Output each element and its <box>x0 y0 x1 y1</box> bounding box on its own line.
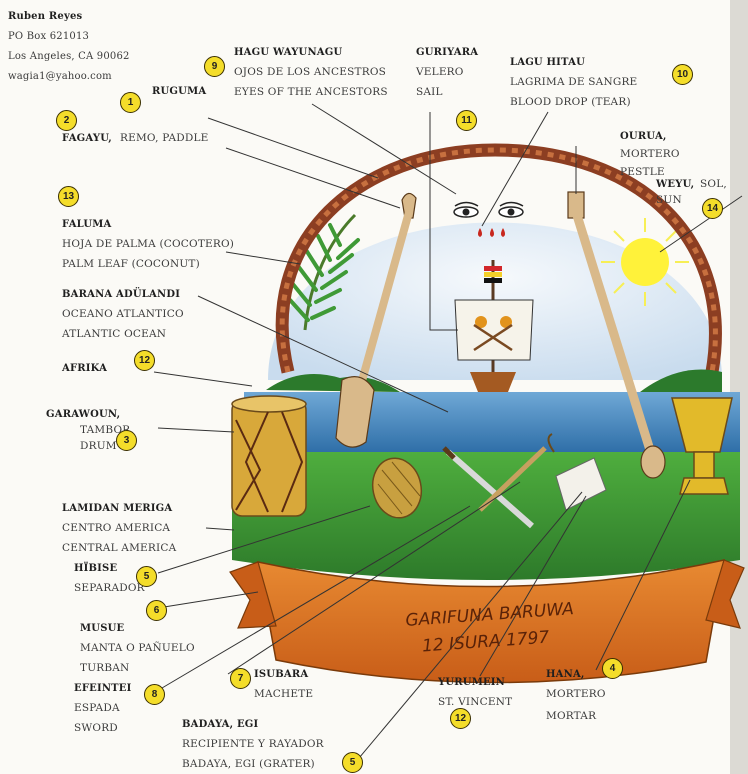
label-musue: MUSUE <box>80 622 124 635</box>
label-musue-en: TURBAN <box>80 662 129 675</box>
label-fagayu: FAGAYU, <box>62 132 112 145</box>
label-weyu-es: SOL, <box>700 178 727 191</box>
label-lamidan: LAMIDAN MERIGA <box>62 502 172 515</box>
label-fagayu-tr: REMO, PADDLE <box>120 132 209 145</box>
badge-2: 2 <box>56 110 77 131</box>
badge-13: 13 <box>58 186 79 207</box>
badge-11: 11 <box>456 110 477 131</box>
label-hana-es: MORTERO <box>546 688 606 701</box>
badge-3: 3 <box>116 430 137 451</box>
label-lagu-en: BLOOD DROP (TEAR) <box>510 96 631 109</box>
label-yurumein-en: ST. VINCENT <box>438 696 512 709</box>
badge-8: 8 <box>144 684 165 705</box>
label-hibise-es: SEPARADOR <box>74 582 145 595</box>
label-barana-en: ATLANTIC OCEAN <box>62 328 166 341</box>
label-weyu: WEYU, <box>656 178 694 191</box>
drum <box>232 396 306 516</box>
label-ourua-es: MORTERO <box>620 148 680 161</box>
label-efeintei-en: SWORD <box>74 722 118 735</box>
label-lamidan-en: CENTRAL AMERICA <box>62 542 176 555</box>
label-faluma: FALUMA <box>62 218 112 231</box>
central-america-land <box>232 452 740 580</box>
label-faluma-en: PALM LEAF (COCONUT) <box>62 258 200 271</box>
label-musue-es: MANTA O PAÑUELO <box>80 642 195 655</box>
label-lagu: LAGU HITAU <box>510 56 585 69</box>
badge-10: 10 <box>672 64 693 85</box>
label-guriyara-es: VELERO <box>416 66 464 79</box>
badge-9: 9 <box>204 56 225 77</box>
label-garawoun: GARAWOUN, <box>46 408 120 421</box>
label-hana-en: MORTAR <box>546 710 596 723</box>
badge-4: 4 <box>602 658 623 679</box>
label-hagu: HAGU WAYUNAGU <box>234 46 342 59</box>
label-faluma-es: HOJA DE PALMA (COCOTERO) <box>62 238 234 251</box>
label-ourua: OURUA, <box>620 130 667 143</box>
badge-12b: 12 <box>450 708 471 729</box>
label-ruguma: RUGUMA <box>152 85 206 98</box>
atlantic-ocean <box>244 392 740 452</box>
label-hagu-en: EYES OF THE ANCESTORS <box>234 86 388 99</box>
label-lagu-es: LAGRIMA DE SANGRE <box>510 76 637 89</box>
label-hagu-es: OJOS DE LOS ANCESTROS <box>234 66 386 79</box>
label-guriyara-en: SAIL <box>416 86 443 99</box>
badge-7: 7 <box>230 668 251 689</box>
label-hana: HANA, <box>546 668 585 681</box>
label-guriyara: GURIYARA <box>416 46 478 59</box>
label-yurumein: YURUMEIN <box>438 676 505 689</box>
label-weyu-en: SUN <box>656 194 682 207</box>
badge-1: 1 <box>120 92 141 113</box>
label-badaya-en: BADAYA, EGI (GRATER) <box>182 758 315 771</box>
label-badaya-es: RECIPIENTE Y RAYADOR <box>182 738 324 751</box>
label-barana: BARANA ADÜLANDI <box>62 288 180 301</box>
label-garawoun-en: DRUM <box>80 440 117 453</box>
badge-12: 12 <box>134 350 155 371</box>
badge-5b: 5 <box>342 752 363 773</box>
label-barana-es: OCEANO ATLANTICO <box>62 308 184 321</box>
label-isubara: ISUBARA <box>254 668 308 681</box>
label-isubara-es: MACHETE <box>254 688 313 701</box>
label-afrika: AFRIKA <box>62 362 107 375</box>
label-efeintei: EFEINTEI <box>74 682 132 695</box>
badge-14: 14 <box>702 198 723 219</box>
label-efeintei-es: ESPADA <box>74 702 120 715</box>
badge-5: 5 <box>136 566 157 587</box>
badge-6: 6 <box>146 600 167 621</box>
label-badaya: BADAYA, EGI <box>182 718 258 731</box>
label-lamidan-es: CENTRO AMERICA <box>62 522 170 535</box>
page-gutter <box>730 0 748 774</box>
label-hibise: HÏBISE <box>74 562 117 575</box>
